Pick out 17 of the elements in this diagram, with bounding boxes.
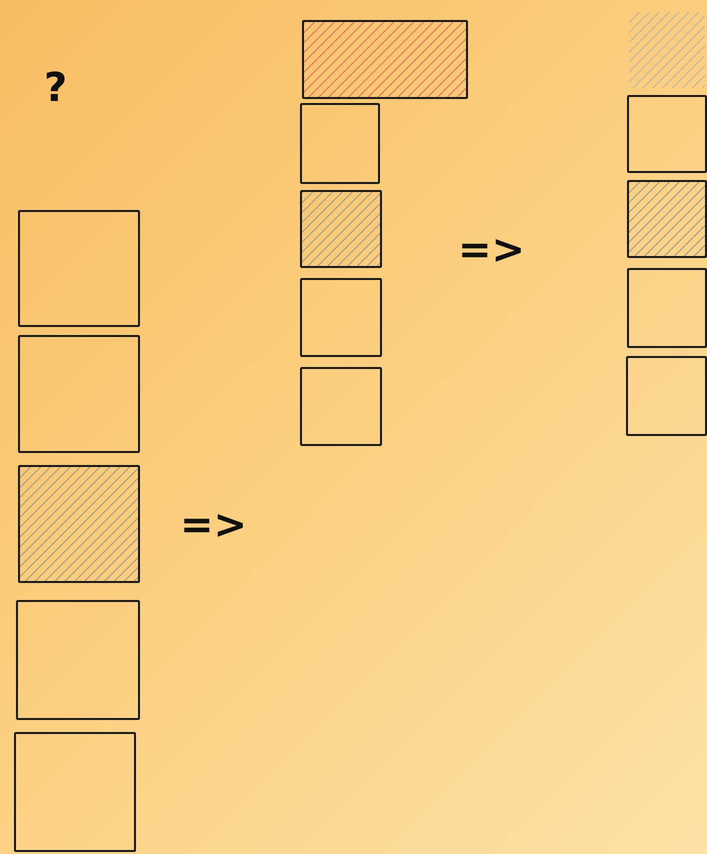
square-box xyxy=(300,367,382,446)
square-box xyxy=(626,356,707,436)
square-box xyxy=(627,95,707,173)
arrow-text: => xyxy=(458,230,526,270)
hatched-box xyxy=(300,190,382,268)
hatched-box xyxy=(18,465,140,583)
square-box xyxy=(18,210,140,327)
square-box xyxy=(14,732,136,852)
arrow-text: => xyxy=(180,505,248,545)
hatched-box xyxy=(627,180,707,258)
square-box xyxy=(16,600,140,720)
square-box xyxy=(300,103,380,184)
hatched-box xyxy=(302,20,468,99)
question-mark: ? xyxy=(44,68,68,108)
square-box xyxy=(627,268,707,348)
square-box xyxy=(300,278,382,357)
square-box xyxy=(18,335,140,453)
